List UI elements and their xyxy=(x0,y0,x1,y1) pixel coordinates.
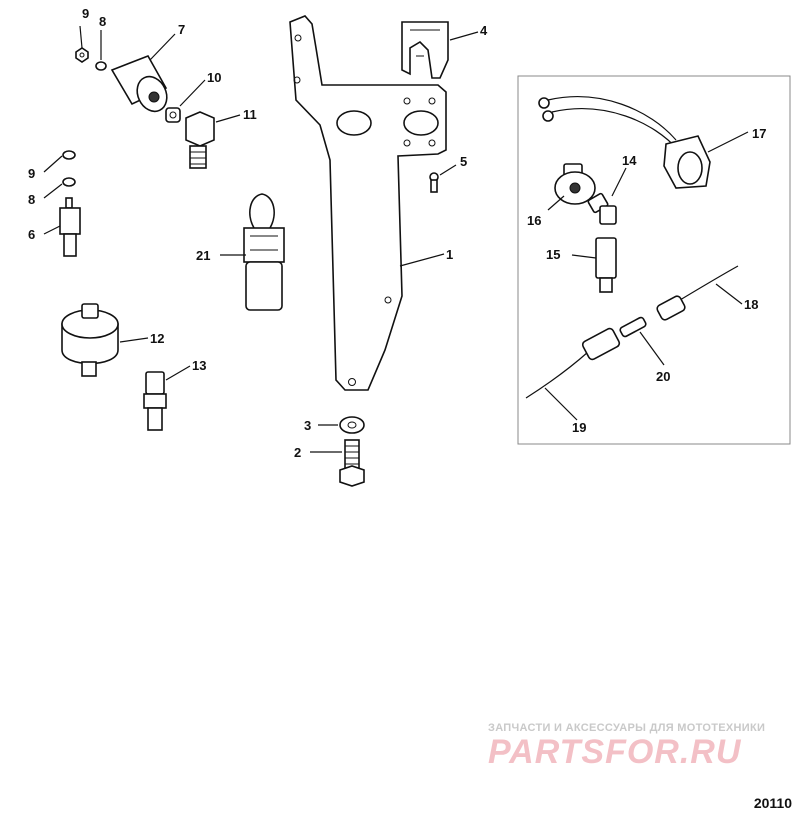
part-7-sender xyxy=(110,55,168,113)
part-11-adaptor xyxy=(185,111,215,169)
callout-6: 6 xyxy=(28,227,35,242)
callout-10: 10 xyxy=(207,70,221,85)
part-6-switch xyxy=(59,197,81,257)
callout-8-lower: 8 xyxy=(28,192,35,207)
part-15-adaptor xyxy=(595,237,617,293)
diagram-id: 20110 xyxy=(753,795,792,811)
callout-3: 3 xyxy=(304,418,311,433)
part-4-clip xyxy=(401,21,449,79)
callout-9-upper: 9 xyxy=(82,6,89,21)
part-9-nut-lower xyxy=(62,150,76,160)
part-1-bracket xyxy=(289,15,447,391)
callout-19: 19 xyxy=(572,420,586,435)
part-9-nut-upper xyxy=(75,47,89,63)
part-17-harness xyxy=(538,96,711,189)
callout-numbers: 9 8 7 4 10 11 5 9 8 6 1 21 12 13 3 2 17 … xyxy=(28,6,766,460)
part-8-washer-lower xyxy=(62,177,76,187)
callout-16: 16 xyxy=(527,213,541,228)
part-3-washer xyxy=(339,416,365,434)
part-20-pin xyxy=(619,316,647,338)
callout-5: 5 xyxy=(460,154,467,169)
callout-7: 7 xyxy=(178,22,185,37)
part-12-sensor xyxy=(61,303,119,377)
kit-inset-box xyxy=(517,75,791,445)
part-2-bolt xyxy=(339,439,365,487)
callout-11: 11 xyxy=(243,107,257,122)
part-18-lead xyxy=(656,265,739,321)
part-21-connector xyxy=(243,193,285,311)
part-5-screw xyxy=(429,172,439,193)
callout-21: 21 xyxy=(196,248,210,263)
leader-lines xyxy=(43,25,749,453)
part-19-lead xyxy=(525,327,621,399)
callout-20: 20 xyxy=(656,369,670,384)
callout-2: 2 xyxy=(294,445,301,460)
watermark-subtitle: ЗАПЧАСТИ И АКСЕССУАРЫ ДЛЯ МОТОТЕХНИКИ xyxy=(488,722,766,734)
watermark-logo: PARTSFOR.RU xyxy=(488,733,742,771)
callout-9-lower: 9 xyxy=(28,166,35,181)
callout-12: 12 xyxy=(150,331,164,346)
part-14-elbow xyxy=(587,192,617,225)
callout-4: 4 xyxy=(480,23,488,38)
part-10-fitting xyxy=(165,107,181,123)
callout-17: 17 xyxy=(752,126,766,141)
callout-8-upper: 8 xyxy=(99,14,106,29)
part-8-washer-upper xyxy=(95,61,107,71)
part-16-sender xyxy=(554,163,596,205)
part-13-fitting xyxy=(143,371,167,431)
callout-15: 15 xyxy=(546,247,560,262)
callout-14: 14 xyxy=(622,153,637,168)
callout-1: 1 xyxy=(446,247,453,262)
callout-13: 13 xyxy=(192,358,206,373)
callout-18: 18 xyxy=(744,297,758,312)
